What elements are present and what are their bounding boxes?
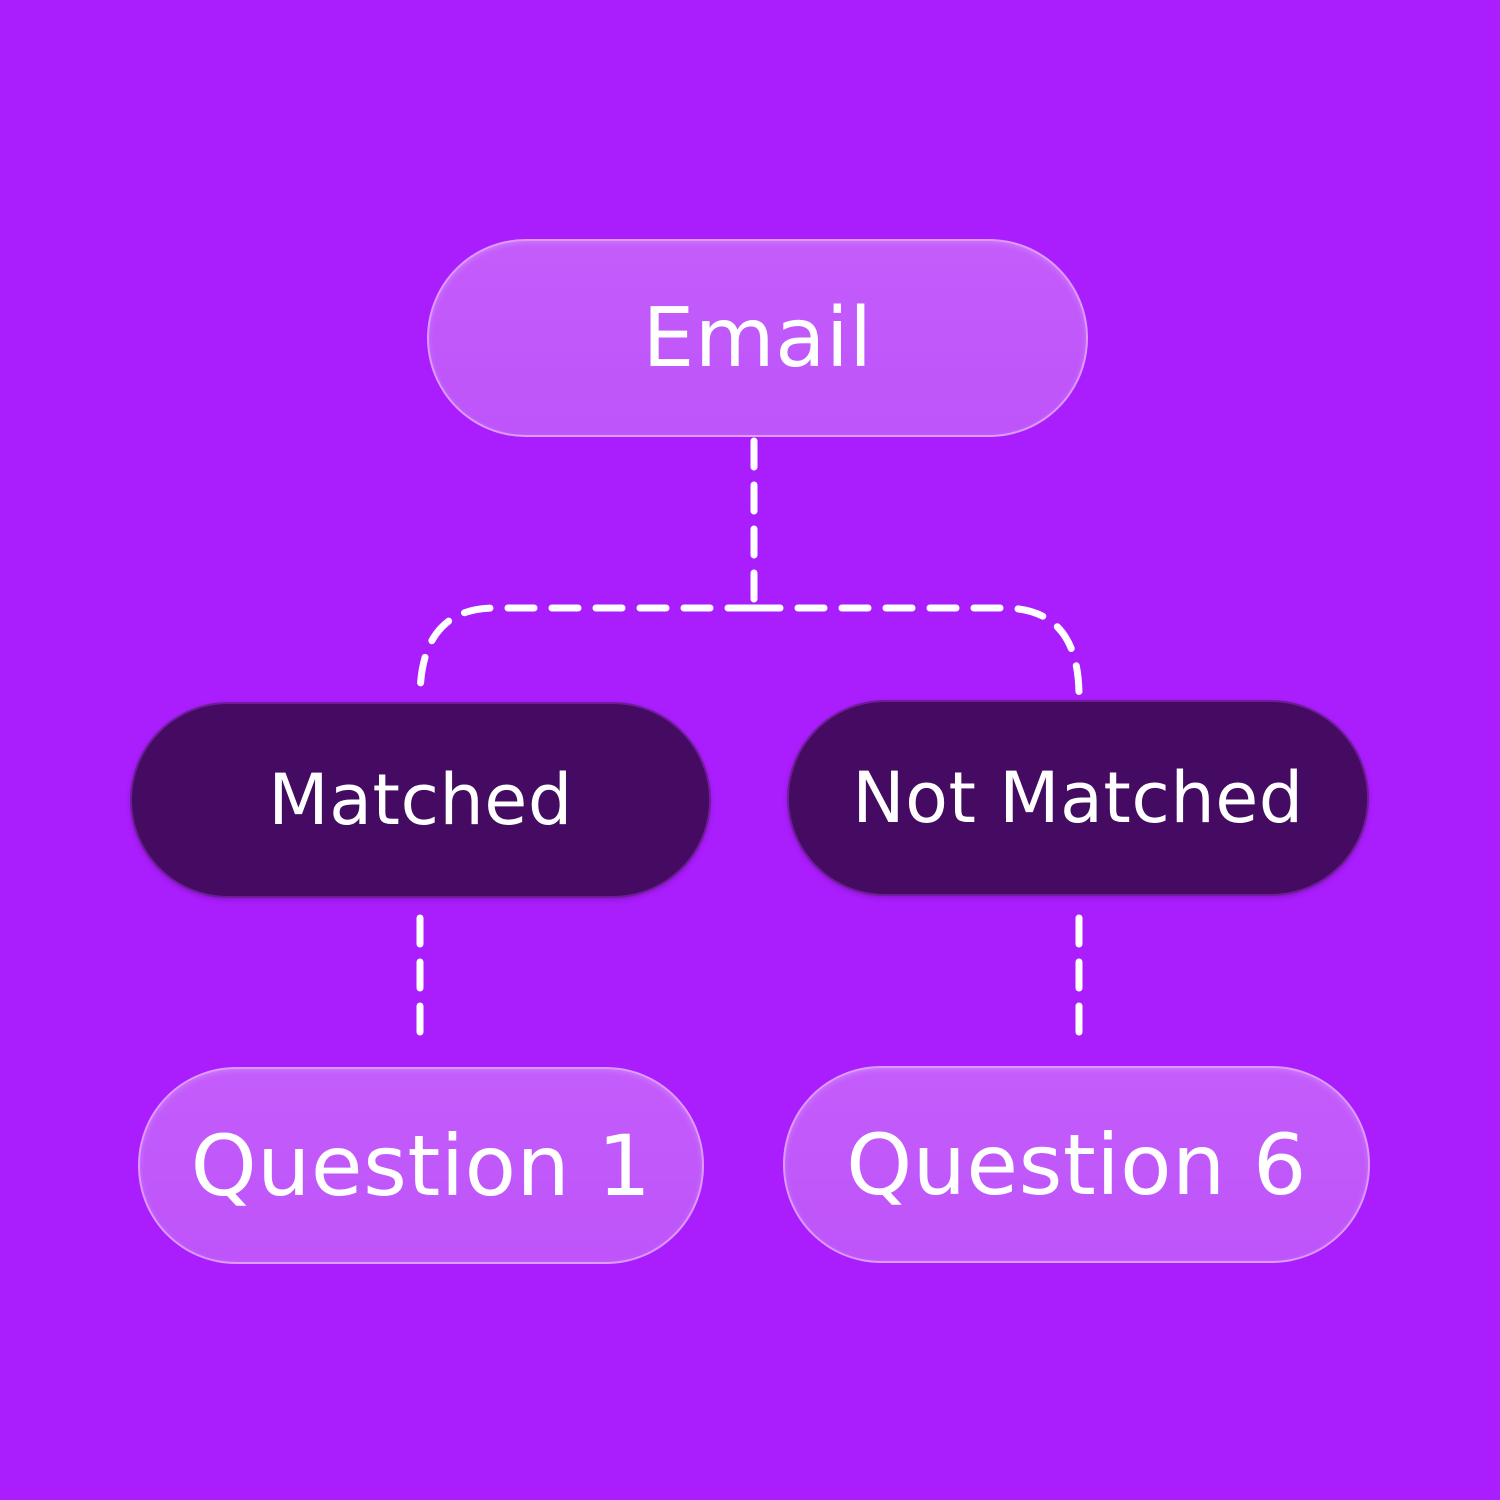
connector-email-to-not-matched [750, 604, 1083, 700]
node-not-matched-label: Not Matched [852, 757, 1304, 839]
node-matched[interactable]: Matched [130, 702, 711, 898]
connector-email-to-matched [416, 604, 758, 702]
node-question-6-label: Question 6 [846, 1115, 1307, 1214]
node-question-1[interactable]: Question 1 [138, 1067, 704, 1264]
node-not-matched[interactable]: Not Matched [787, 700, 1369, 896]
node-email[interactable]: Email [427, 239, 1088, 437]
node-matched-label: Matched [268, 759, 573, 841]
node-question-1-label: Question 1 [190, 1116, 652, 1215]
node-email-label: Email [642, 290, 873, 386]
node-question-6[interactable]: Question 6 [783, 1066, 1370, 1263]
